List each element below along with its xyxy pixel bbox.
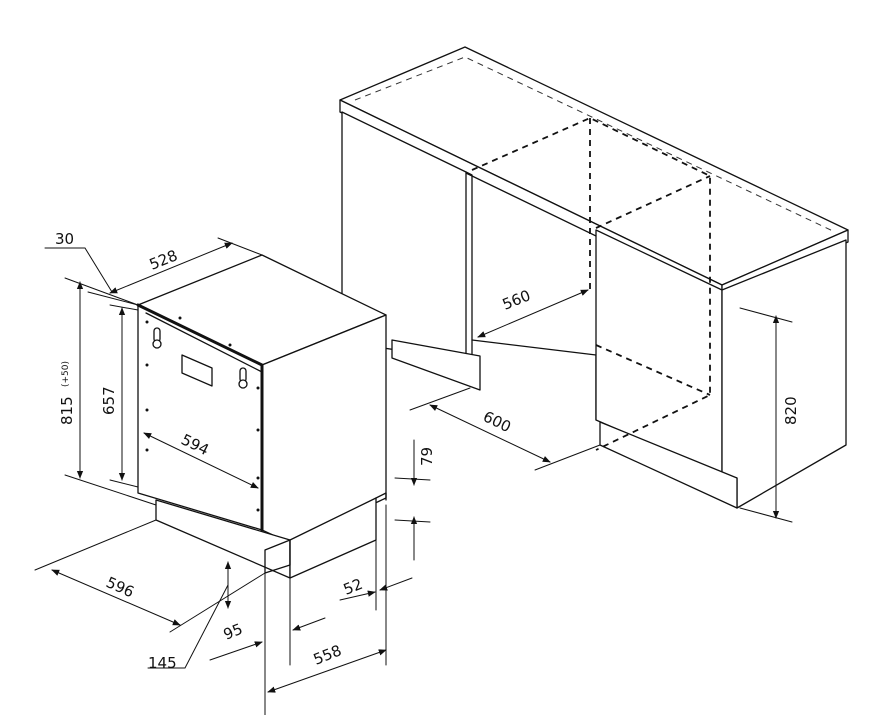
- ext-815-a: [64, 277, 139, 306]
- label-558: 558: [311, 641, 344, 668]
- ext-657-a: [109, 304, 139, 311]
- dim-95-right: [292, 617, 326, 631]
- ext-600-a: [409, 387, 471, 411]
- label-815-tolerance: (+50): [61, 361, 71, 387]
- leader-30: [44, 247, 113, 293]
- countertop-dashed-outline: [354, 56, 836, 233]
- ext-596-b: [169, 572, 266, 633]
- label-815: 815: [58, 396, 76, 425]
- label-528: 528: [147, 246, 180, 273]
- dim-528: [109, 242, 233, 294]
- ext-528-a: [87, 291, 139, 306]
- label-657: 657: [100, 386, 118, 415]
- label-79: 79: [418, 447, 436, 466]
- niche-dashed-mid: [595, 175, 711, 229]
- ext-657-b: [109, 479, 139, 488]
- kitchen-cabinet: [339, 46, 849, 509]
- dim-558: [267, 649, 387, 693]
- label-52: 52: [341, 575, 365, 599]
- niche-dashed-bottom: [595, 344, 711, 396]
- leader-145: [147, 584, 229, 669]
- label-596: 596: [103, 573, 136, 601]
- control-panel-display: [181, 354, 213, 387]
- dim-52-right: [379, 577, 413, 591]
- dim-95-left: [209, 641, 263, 661]
- dim-560: [477, 289, 589, 338]
- label-30: 30: [55, 230, 74, 248]
- mounting-hook-right-icon: [238, 367, 248, 389]
- label-600: 600: [480, 407, 514, 436]
- label-560: 560: [500, 286, 533, 313]
- left-cabinet-divider: [465, 171, 473, 356]
- dimension-lines: [34, 237, 793, 715]
- ext-820-a: [739, 307, 793, 323]
- dim-596: [51, 569, 181, 626]
- plinth-step: [375, 492, 387, 501]
- ext-528-b: [217, 237, 263, 256]
- mounting-hook-left-icon: [152, 327, 162, 349]
- dishwasher-panel-edge: [145, 312, 263, 373]
- label-145: 145: [148, 654, 177, 672]
- plinth-foot: [264, 539, 291, 574]
- ext-600-b: [534, 444, 601, 471]
- dim-52-left: [339, 590, 376, 601]
- ext-79-a: [394, 477, 431, 481]
- ext-820-b: [739, 507, 793, 523]
- label-95: 95: [221, 620, 245, 644]
- dim-600: [429, 404, 551, 463]
- dim-594: [143, 432, 259, 489]
- ext-596-a: [34, 519, 157, 571]
- label-820: 820: [782, 396, 800, 425]
- left-cabinet-plinth: [391, 339, 481, 391]
- ext-815-b: [64, 474, 157, 506]
- ext-79-b: [394, 519, 431, 523]
- dishwasher-front-rim: [136, 303, 264, 532]
- dishwasher: [136, 254, 387, 579]
- right-cabinet-plinth: [599, 421, 738, 509]
